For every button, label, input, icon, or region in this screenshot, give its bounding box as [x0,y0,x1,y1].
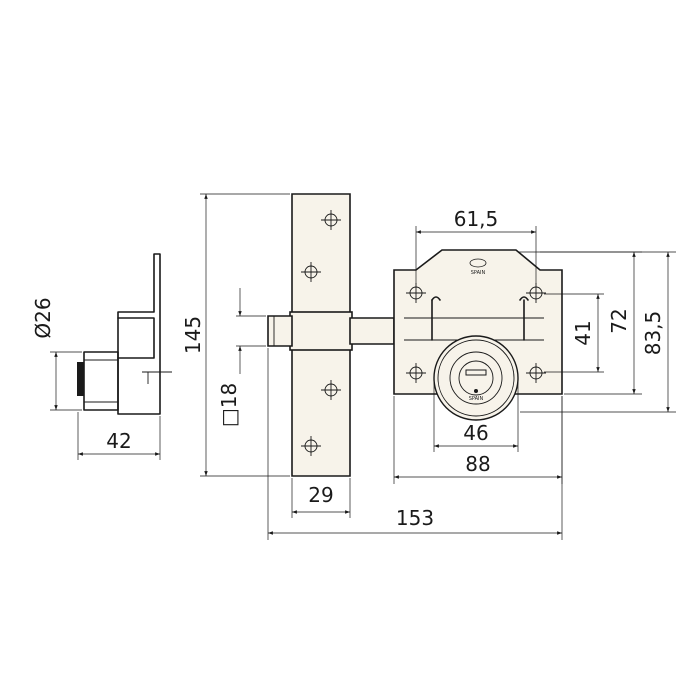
plate-hole [301,262,321,282]
lock-box: SPAIN SPAIN [393,249,563,421]
plate-hole [321,210,341,230]
dim-box-width: 88 [393,396,563,484]
plate-hole [301,436,321,456]
dim-flange-width: 29 [291,478,351,518]
dim-label-overall-length: 153 [396,506,434,530]
side-view [77,253,172,415]
plate-hole [321,380,341,400]
dim-bolt-square: □18 [217,288,266,427]
box-hole [526,363,546,383]
dim-side-depth: 42 [77,412,161,460]
dim-label-bolt-square: □18 [217,383,241,427]
box-hole [406,363,426,383]
dim-label-slot-height: 41 [571,320,595,345]
dim-label-diameter: Ø26 [31,297,55,338]
dim-slot-height: 41 [544,293,604,373]
dim-height-total: 145 [181,193,290,477]
dim-label-box-height-inner: 72 [607,308,631,333]
dim-hole-spacing: 61,5 [415,207,537,284]
dim-label-box-height-total: 83,5 [641,311,665,356]
dim-label-height-total: 145 [181,316,205,354]
dim-label-cylinder-diameter: 46 [463,421,488,445]
dim-overall-length: 153 [267,348,563,540]
box-hole [526,283,546,303]
brand-logo: SPAIN [469,258,487,276]
cylinder: SPAIN [433,335,519,421]
dim-label-hole-spacing: 61,5 [454,207,499,231]
box-hole [406,283,426,303]
dim-box-height-inner: 72 [518,251,642,395]
dim-label-box-width: 88 [465,452,490,476]
cylinder-label: SPAIN [469,396,484,402]
dim-label-side-depth: 42 [106,429,131,453]
dim-diameter: Ø26 [31,297,82,411]
dim-label-flange-width: 29 [308,483,333,507]
dim-cylinder-diameter: 46 [433,380,519,452]
strike-plate [289,193,353,477]
brand-text: SPAIN [471,270,486,276]
dim-box-height-total: 83,5 [520,251,676,413]
